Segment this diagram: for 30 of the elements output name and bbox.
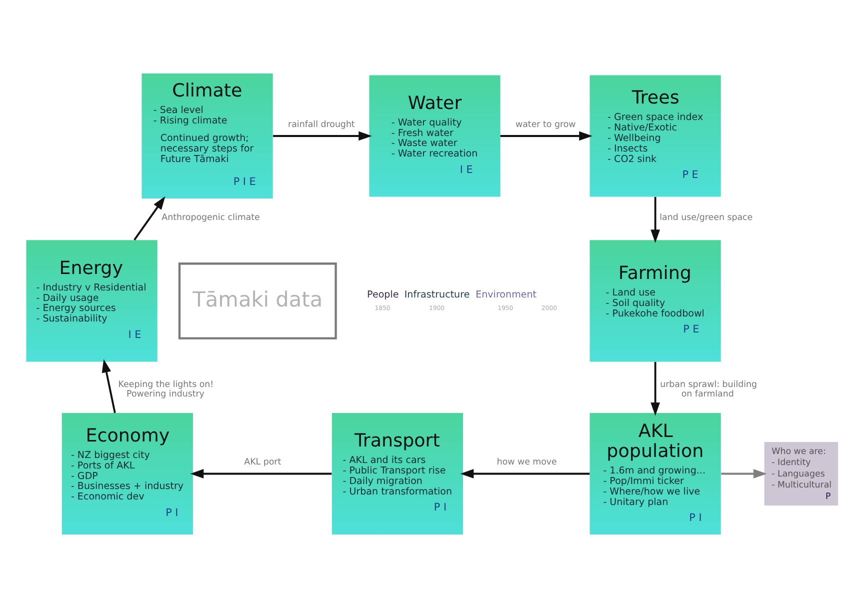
node-box: Who we are: - Identity - Languages - Multicultural P	[764, 442, 838, 506]
arrow	[190, 469, 332, 478]
label: People	[367, 289, 399, 300]
node-box: Water - Water quality - Fresh water - Waste water - Water recreation I E	[369, 75, 500, 197]
arrow	[500, 131, 592, 141]
edge-label: urban sprawl: building on farmland	[660, 380, 758, 400]
node-box: Climate - Sea level - Rising climate Continued growth; necessary steps for Future Tāmaki P I E	[142, 73, 273, 198]
arrow	[721, 469, 767, 478]
edge-label: Anthropogenic climate	[162, 212, 260, 223]
label: Environment	[476, 289, 537, 300]
edge-label: how we move	[496, 458, 557, 468]
node-box: Farming - Land use - Soil quality - Pukekohe foodbowl P E	[590, 240, 721, 362]
node-box: Tāmaki data	[178, 262, 337, 340]
edge-label: water to grow	[516, 120, 576, 130]
node-box: Energy - Industry v Residential - Daily usage - Energy sources - Sustainability I E	[26, 240, 158, 362]
node-box: AKL population - 1.6m and growing... - Pop/Immi ticker - Where/how we live - Unitary plan P I	[590, 412, 721, 535]
node-box: Economy - NZ biggest city - Ports of AKL - GDP - Businesses + industry - Economic dev P I	[62, 412, 193, 535]
arrow	[460, 469, 590, 478]
arrow	[273, 131, 372, 141]
edge-label: rainfall drought	[288, 120, 355, 130]
arrow	[102, 359, 116, 414]
edge-label: AKL port	[244, 458, 282, 468]
arrow	[650, 196, 660, 244]
arrow	[134, 196, 166, 240]
label: Infrastructure	[404, 289, 470, 300]
arrow	[650, 362, 660, 416]
edge-label: land use/green space	[660, 212, 753, 223]
node-box: Trees - Green space index - Native/Exotic - Wellbeing - Insects - CO2 sink P E	[590, 75, 721, 197]
node-box: Transport - AKL and its cars - Public Transport rise - Daily migration - Urban transformation P I	[332, 412, 463, 535]
edge-label: Keeping the lights on! Powering industry	[118, 380, 214, 400]
